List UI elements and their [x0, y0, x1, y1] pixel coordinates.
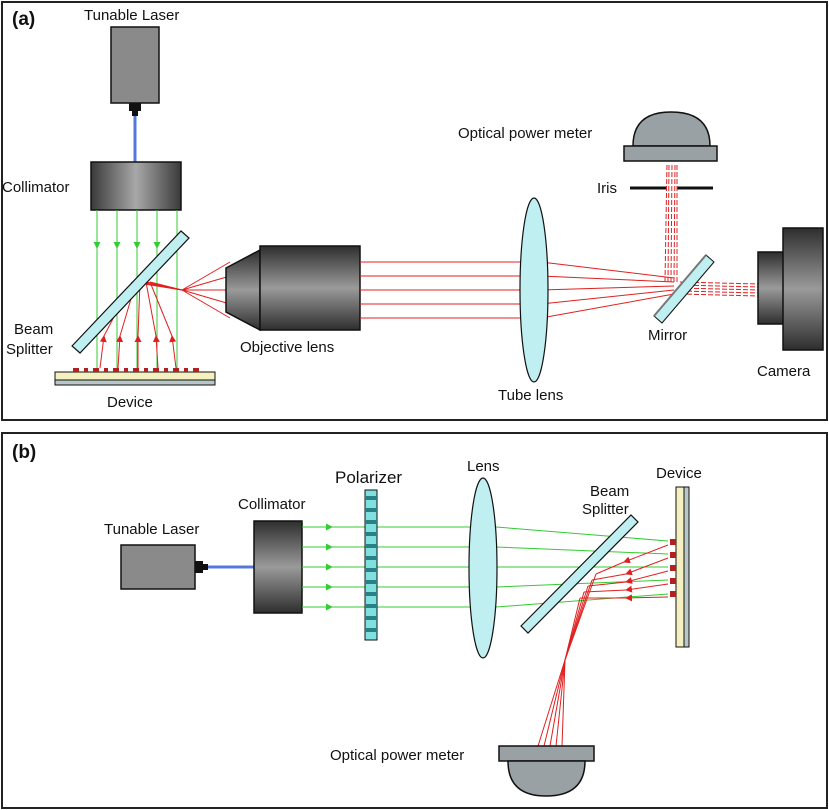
polarizer-slits: [365, 496, 377, 632]
optical-power-meter-a: Optical power meter: [458, 111, 718, 162]
objective-lens: Objective lens: [225, 245, 361, 356]
collimated-beams-a: [360, 261, 675, 319]
collimator-label-a: Collimator: [2, 179, 70, 196]
device-a: Device: [54, 368, 216, 411]
laser-body-b: [120, 544, 196, 590]
device-label-b: Device: [656, 465, 702, 482]
device-base-a: [54, 379, 216, 386]
tube-lens-label: Tube lens: [498, 387, 563, 404]
collimator-a: [90, 161, 182, 211]
beam-splitter-label-a-2: Splitter: [6, 341, 53, 358]
power-meter-base-a: [623, 145, 718, 162]
panel-a: (a) Tunable Laser Collimator: [1, 1, 828, 421]
incident-beams-b: [302, 523, 669, 611]
dashed-beams-a: [664, 162, 759, 297]
device-substrate-b: [675, 486, 685, 648]
power-meter-dome-b: [507, 760, 586, 797]
tunable-laser-a: Tunable Laser: [84, 7, 179, 116]
laser-connector-b: [195, 561, 203, 573]
laser-connector-a: [129, 103, 141, 111]
device-base-b: [683, 486, 690, 648]
objective-nose: [225, 248, 261, 332]
device-substrate-a: [54, 371, 216, 381]
tunable-laser-b: Tunable Laser: [104, 521, 208, 590]
lens-label-b: Lens: [467, 458, 500, 475]
laser-connector-tip-b: [202, 564, 208, 570]
camera: Camera: [757, 227, 824, 380]
laser-body-a: [110, 26, 160, 104]
device-pattern-b: [670, 539, 676, 597]
reflected-beams-b: [537, 544, 669, 747]
reflected-beams-a: [99, 261, 231, 369]
beam-splitter-label-b-1: Beam: [590, 483, 629, 500]
camera-body: [782, 227, 824, 351]
objective-lens-label: Objective lens: [240, 339, 334, 356]
camera-label: Camera: [757, 363, 811, 380]
collimator-b: [253, 520, 303, 614]
device-label-a: Device: [107, 394, 153, 411]
iris: Iris: [597, 180, 713, 197]
beam-splitter-label-b-2: Splitter: [582, 501, 629, 518]
power-meter-dome-a: [632, 111, 711, 147]
laser-connector-tip-a: [132, 110, 138, 116]
beam-splitter-b: [520, 514, 639, 634]
beam-splitter-label-a-1: Beam: [14, 321, 53, 338]
mirror-back: [653, 254, 707, 317]
tunable-laser-label-a: Tunable Laser: [84, 7, 179, 24]
panel-a-label: (a): [12, 9, 35, 30]
panel-a-frame: [1, 1, 828, 421]
optical-power-meter-label-a: Optical power meter: [458, 125, 592, 142]
mirror-label: Mirror: [648, 327, 687, 344]
power-meter-base-b: [498, 745, 595, 762]
tunable-laser-label-b: Tunable Laser: [104, 521, 199, 538]
polarizer-label: Polarizer: [335, 468, 402, 487]
panel-b-frame: [1, 432, 828, 809]
iris-label: Iris: [597, 180, 617, 197]
collimator-label-b: Collimator: [238, 496, 306, 513]
camera-lens: [757, 251, 785, 325]
device-b: Device: [656, 465, 702, 648]
optical-power-meter-label-b: Optical power meter: [330, 747, 464, 764]
polarizer: Polarizer: [335, 468, 402, 641]
objective-body: [259, 245, 361, 331]
device-pattern-a: [73, 368, 199, 372]
panel-b-label: (b): [12, 442, 36, 463]
beam-splitter-a: [71, 230, 190, 354]
lens-b: [468, 477, 498, 659]
polarizer-body: [364, 489, 378, 641]
tube-lens: [519, 197, 549, 383]
panel-b: (b) Tunable Laser Collimator: [1, 432, 828, 809]
optical-power-meter-b: Optical power meter: [330, 745, 595, 797]
